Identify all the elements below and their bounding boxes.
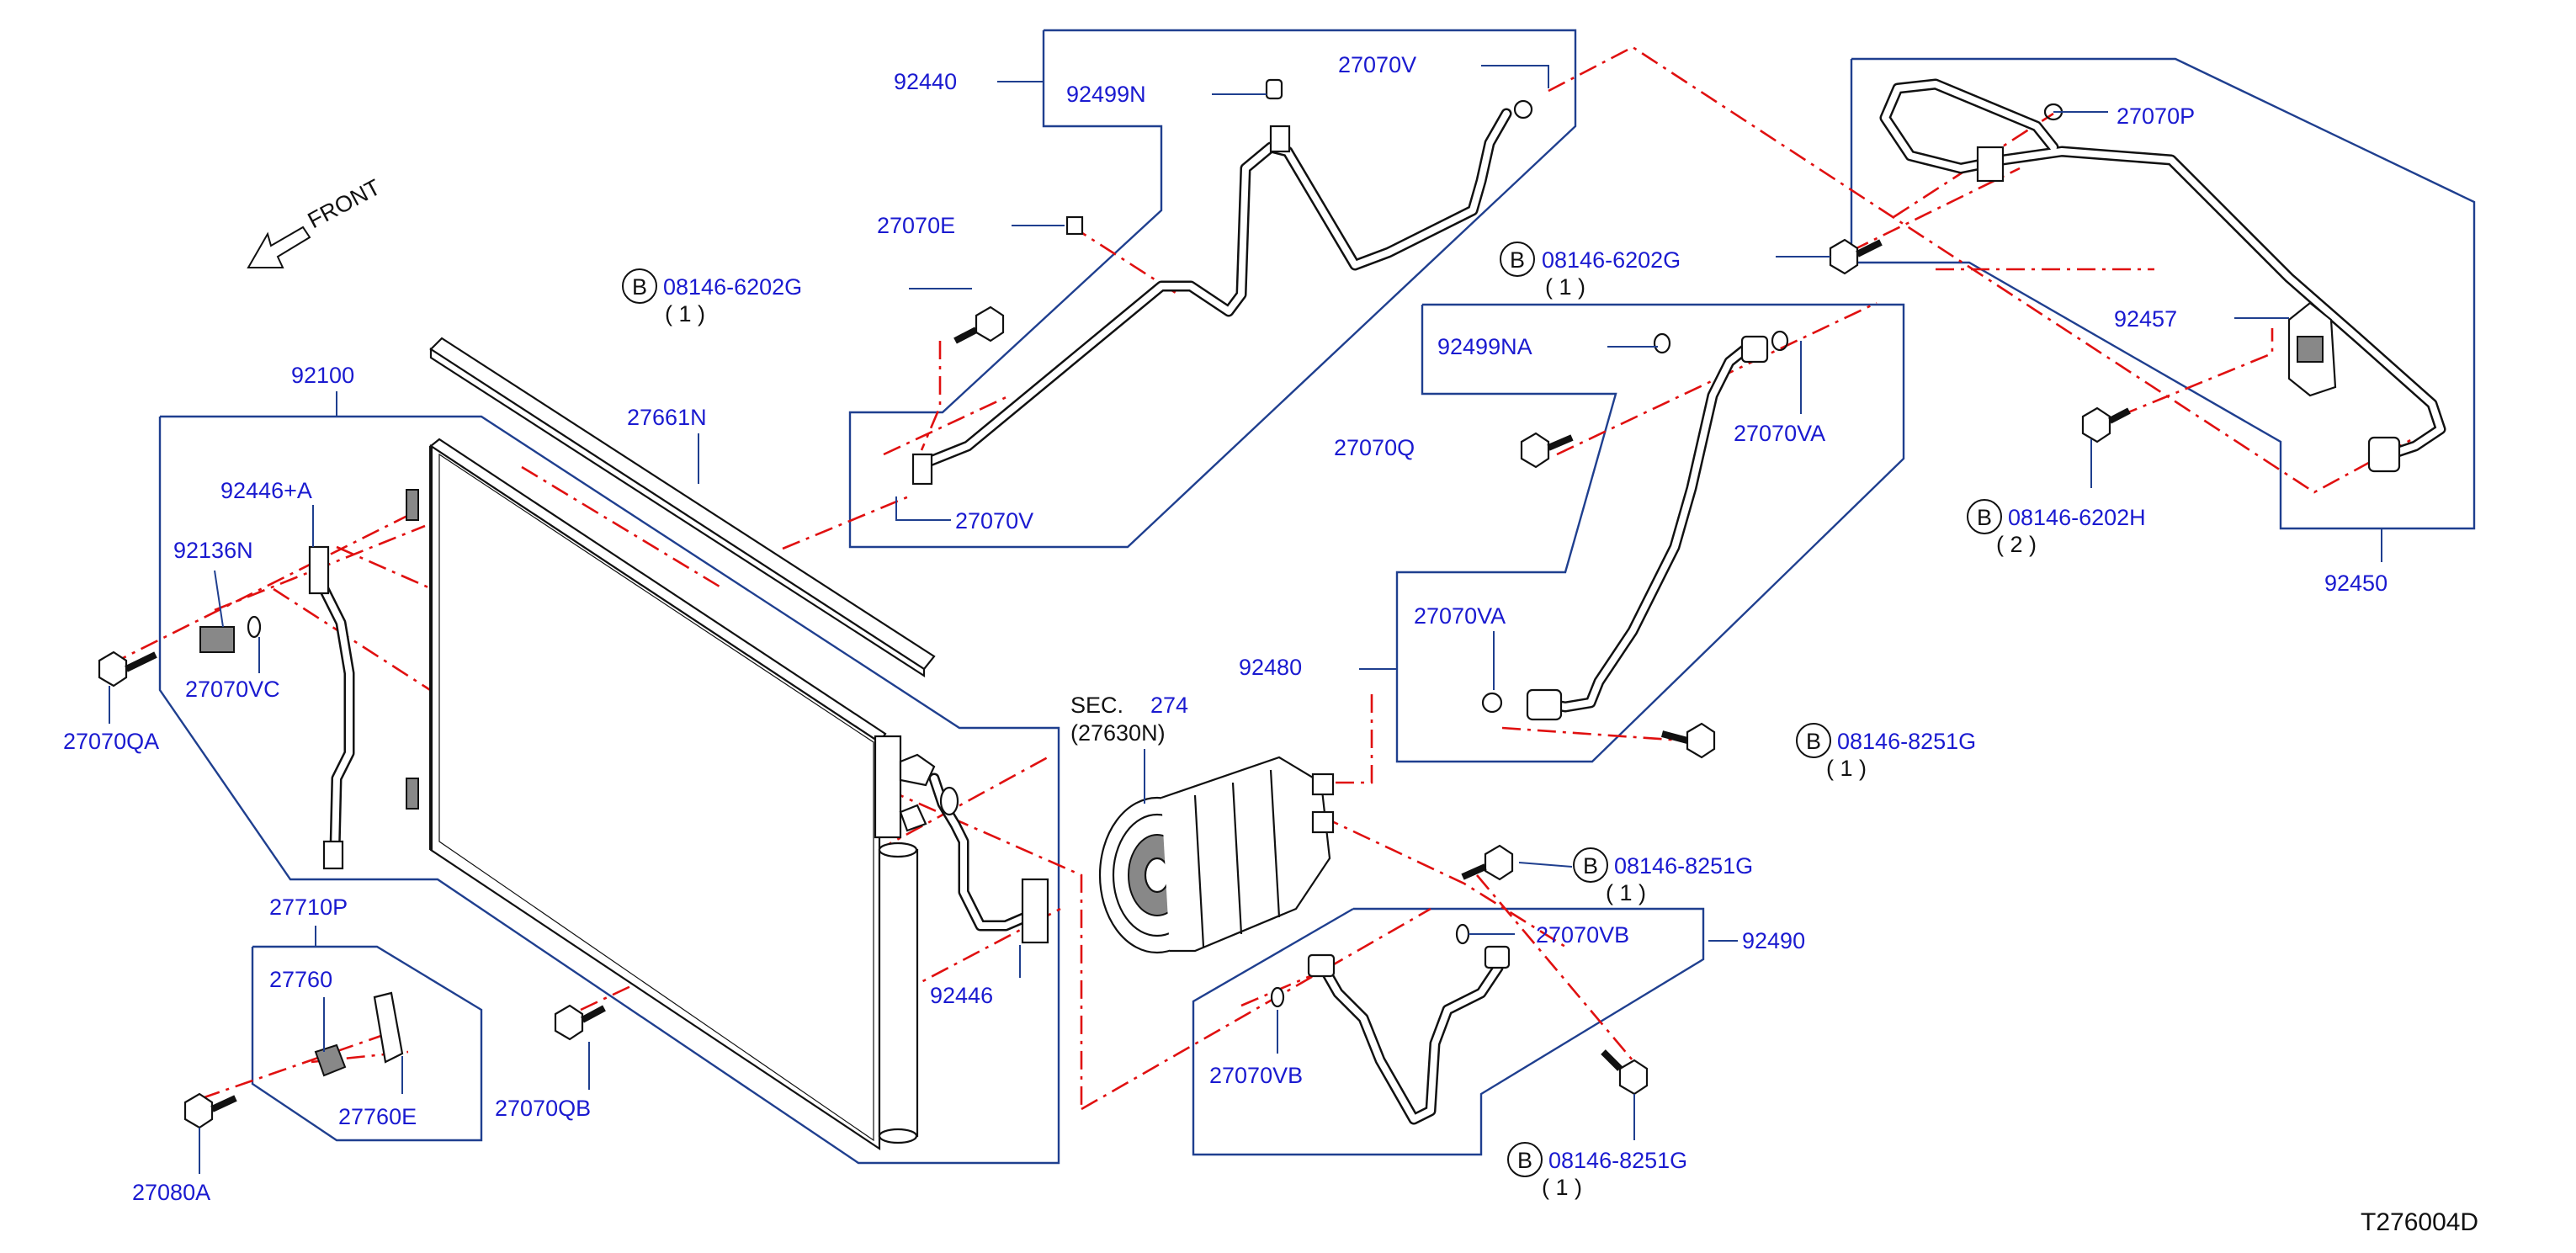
label-27070Q: 27070Q xyxy=(1334,435,1415,460)
pipe-92446 xyxy=(928,773,1049,944)
bolt-part-6: 08146-8251G xyxy=(1548,1148,1687,1173)
label-92100: 92100 xyxy=(291,363,354,388)
label-27070VA-right: 27070VA xyxy=(1734,421,1825,446)
assembly-lines xyxy=(109,45,2416,1111)
callout-92490 xyxy=(1192,907,1705,1156)
bolt-part-4: 08146-8251G xyxy=(1837,729,1976,754)
bolts xyxy=(98,238,2131,1129)
label-27070VB-right: 27070VB xyxy=(1536,922,1629,948)
sec-ref-prefix: SEC. xyxy=(1070,693,1123,718)
bolt-08146-6202H xyxy=(2081,406,2131,443)
label-92440: 92440 xyxy=(894,69,957,94)
bolt-08146-6202G-left xyxy=(953,305,1005,344)
badge-b-5: B xyxy=(1573,847,1608,883)
label-92499NA: 92499NA xyxy=(1437,334,1532,359)
bolt-27080A xyxy=(183,1092,237,1129)
label-27080A: 27080A xyxy=(132,1180,210,1205)
badge-letter: B xyxy=(1583,853,1598,879)
label-27661N: 27661N xyxy=(627,405,707,430)
bracket-92457 xyxy=(2287,301,2337,397)
leader-lines xyxy=(109,65,2382,1174)
seal-strip-27661N xyxy=(429,337,936,678)
front-indicator: FRONT xyxy=(247,174,385,268)
bolt-08146-8251G-a xyxy=(1660,722,1716,759)
pipe-92446A xyxy=(308,545,355,870)
label-27760E: 27760E xyxy=(338,1104,417,1129)
label-27070VB-left: 27070VB xyxy=(1209,1063,1303,1088)
sec-ref-sub: (27630N) xyxy=(1070,720,1166,746)
label-92480: 92480 xyxy=(1239,655,1302,680)
callout-27710P xyxy=(251,945,483,1142)
callout-92480 xyxy=(1395,303,1905,763)
badge-letter: B xyxy=(1510,247,1525,273)
label-92499N: 92499N xyxy=(1066,82,1146,107)
bolt-qty-3: ( 2 ) xyxy=(1996,532,2037,557)
label-27070P: 27070P xyxy=(2117,104,2195,129)
badge-b-4: B xyxy=(1796,723,1831,758)
bolt-qty-5: ( 1 ) xyxy=(1606,880,1646,905)
label-92457: 92457 xyxy=(2114,306,2177,332)
bolt-part-5: 08146-8251G xyxy=(1614,853,1753,879)
label-92446: 92446 xyxy=(930,983,993,1008)
badge-b-2: B xyxy=(1500,242,1535,277)
sec-ref-number: 274 xyxy=(1150,693,1188,718)
front-arrow-icon xyxy=(247,226,311,268)
pipe-92440 xyxy=(911,78,1533,486)
bolt-27070QB xyxy=(554,1004,606,1041)
label-27760: 27760 xyxy=(269,967,332,992)
badge-b-1: B xyxy=(622,268,657,304)
label-92450: 92450 xyxy=(2324,571,2387,596)
badge-letter: B xyxy=(1806,729,1821,754)
badge-letter: B xyxy=(632,274,647,300)
bolt-part-3: 08146-6202H xyxy=(2008,505,2146,530)
label-27070VA-left: 27070VA xyxy=(1414,603,1506,629)
bolt-27070Q xyxy=(1520,432,1574,469)
pipe-92490 xyxy=(1270,923,1511,1125)
bolt-08146-8251G-c xyxy=(1601,1049,1649,1096)
bolt-part-2: 08146-6202G xyxy=(1542,247,1681,273)
bolt-08146-6202G-right xyxy=(1829,238,1883,275)
badge-letter: B xyxy=(1977,505,1992,530)
badge-b-6: B xyxy=(1507,1142,1543,1177)
pipe-92450 xyxy=(1879,78,2446,473)
bolt-badges: B B B B B B xyxy=(622,242,2002,1177)
bolt-qty-4: ( 1 ) xyxy=(1826,756,1867,781)
badge-b-3: B xyxy=(1967,499,2002,534)
label-27070V-top: 27070V xyxy=(1338,52,1416,77)
receiver-tank xyxy=(874,735,936,1144)
pressure-switch-92136N xyxy=(199,615,262,653)
label-27070V-bottom: 27070V xyxy=(955,508,1033,534)
label-27070QB: 27070QB xyxy=(495,1096,591,1121)
bolt-qty-1: ( 1 ) xyxy=(665,301,705,327)
label-27710P: 27710P xyxy=(269,895,348,920)
label-92446A: 92446+A xyxy=(220,478,312,503)
part-labels: 92440 92499N 27070V 27070E 27070V 27070P… xyxy=(63,52,2387,1205)
bolt-08146-8251G-b xyxy=(1461,844,1514,881)
label-27070E: 27070E xyxy=(877,213,955,238)
bolt-qty-6: ( 1 ) xyxy=(1542,1175,1582,1200)
badge-letter: B xyxy=(1517,1148,1532,1173)
condenser-92100 xyxy=(406,438,887,1151)
bolt-27070QA xyxy=(98,650,157,688)
parts-27710P xyxy=(314,991,404,1077)
callout-92450 xyxy=(1850,57,2476,530)
pipe-92480 xyxy=(1481,330,1789,721)
bolt-callout-labels: 08146-6202G ( 1 ) 08146-6202G ( 1 ) 0814… xyxy=(663,247,2146,1200)
label-27070QA: 27070QA xyxy=(63,729,159,754)
callout-92440 xyxy=(848,29,1577,549)
callout-outlines xyxy=(158,29,2476,1165)
bolt-qty-2: ( 1 ) xyxy=(1545,274,1585,300)
front-label: FRONT xyxy=(304,174,385,233)
label-92490: 92490 xyxy=(1742,928,1805,953)
compressor xyxy=(1098,756,1335,954)
diagram-id: T276004D xyxy=(2361,1208,2478,1236)
bolt-part-1: 08146-6202G xyxy=(663,274,802,300)
label-92136N: 92136N xyxy=(173,538,253,563)
label-27070VC: 27070VC xyxy=(185,677,280,702)
callout-92100 xyxy=(158,415,1060,1165)
